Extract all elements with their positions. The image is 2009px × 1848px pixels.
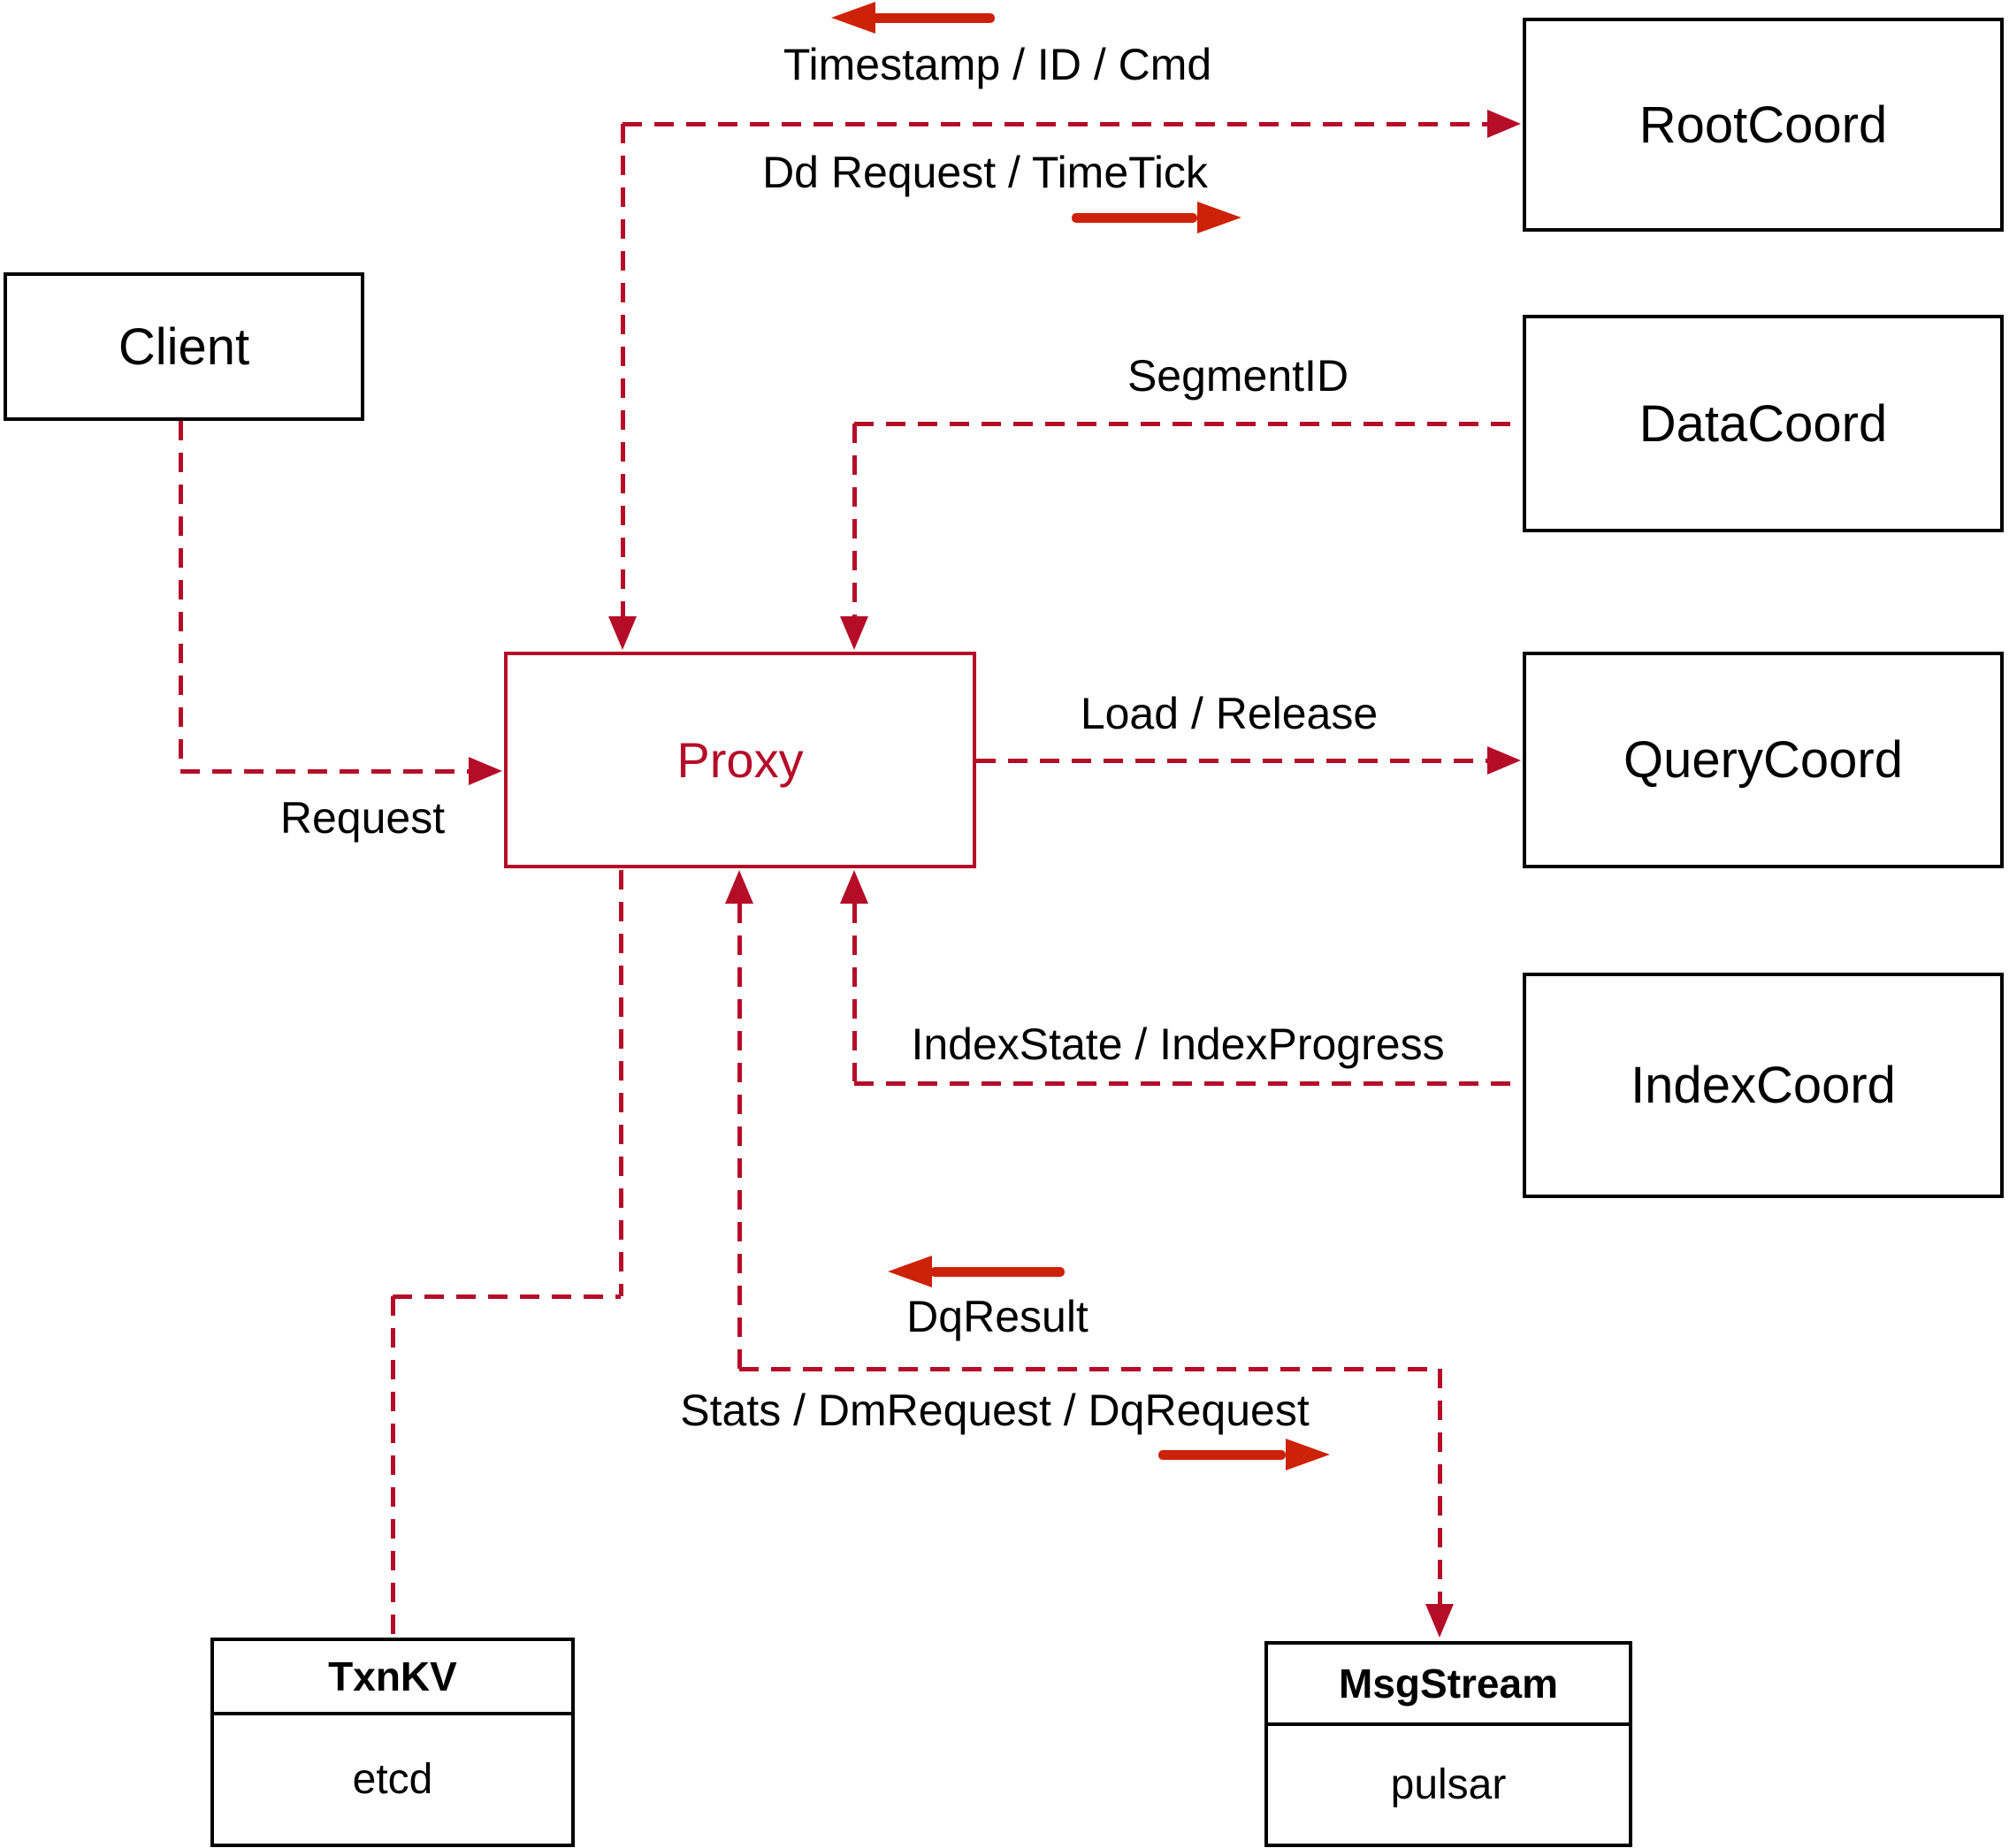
node-proxy: Proxy [504,652,976,868]
connector-indexcoord-proxy-vertical [852,904,857,1081]
connector-client-proxy-horizontal [180,769,470,774]
edge-label-request: Request [279,793,446,843]
edge-label-index-state: IndexState / IndexProgress [911,1019,1445,1069]
node-txnkv-subtitle: etcd [352,1756,433,1803]
arrow-right-ddrequest-head-icon [1197,202,1241,233]
node-client: Client [4,272,364,421]
edge-label-timestamp: Timestamp / ID / Cmd [783,40,1212,89]
arrow-right-ddrequest-icon [1072,213,1197,223]
node-client-label: Client [118,317,250,376]
node-indexcoord: IndexCoord [1523,973,2004,1198]
node-txnkv-title: TxnKV [214,1641,571,1715]
arrow-left-timestamp-icon [871,13,995,23]
edge-label-dq-result: DqResult [906,1292,1089,1341]
connector-indexcoord-proxy-horizontal [854,1081,1526,1086]
edge-label-dd-request: Dd Request / TimeTick [762,148,1208,197]
connector-proxy-msgstream-horizontal [739,1367,1440,1371]
connector-datacoord-proxy-horizontal [854,422,1523,426]
node-rootcoord-label: RootCoord [1639,95,1888,154]
arrowhead-into-msgstream-icon [1425,1604,1454,1638]
arrowhead-into-rootcoord-icon [1487,110,1521,138]
node-datacoord-label: DataCoord [1639,394,1888,453]
node-msgstream: MsgStream pulsar [1264,1641,1632,1847]
connector-rootcoord-proxy-horizontal [623,122,1487,126]
edge-label-segment-id: SegmentID [1127,351,1349,401]
arrowhead-into-proxy-top-right-icon [840,616,868,650]
arrowhead-into-querycoord-icon [1487,746,1521,775]
arrowhead-into-proxy-bottom-middle-icon [725,870,753,904]
connector-datacoord-proxy-vertical [852,424,857,618]
node-indexcoord-label: IndexCoord [1631,1057,1896,1114]
arrowhead-into-proxy-bottom-right-icon [840,870,868,904]
node-querycoord: QueryCoord [1523,652,2004,868]
arrow-right-stats-head-icon [1286,1439,1330,1470]
connector-proxy-msgstream-vertical-lower [1438,1369,1442,1604]
arrowhead-into-proxy-top-left-icon [608,616,637,650]
edge-label-load-release: Load / Release [1080,689,1379,738]
connector-client-proxy-vertical [179,421,183,771]
arrow-left-dqresult-icon [930,1267,1065,1277]
connector-proxy-querycoord-horizontal [976,759,1487,763]
node-txnkv: TxnKV etcd [210,1638,575,1847]
node-msgstream-title: MsgStream [1268,1645,1629,1726]
arrowhead-into-proxy-left-icon [469,757,502,785]
connector-proxy-txnkv-horizontal [393,1294,621,1299]
node-proxy-label: Proxy [676,732,804,788]
arrow-left-dqresult-head-icon [888,1256,932,1287]
arrow-right-stats-icon [1158,1450,1286,1460]
edge-label-stats: Stats / DmRequest / DqRequest [680,1386,1310,1435]
connector-rootcoord-proxy-vertical [621,124,625,617]
node-msgstream-subtitle: pulsar [1390,1761,1507,1808]
connector-proxy-txnkv-vertical-lower [391,1296,395,1638]
node-rootcoord: RootCoord [1523,18,2004,232]
connector-proxy-txnkv-vertical-upper [619,870,623,1296]
connector-proxy-msgstream-vertical-upper [737,904,742,1369]
arrow-left-timestamp-head-icon [831,2,875,34]
node-querycoord-label: QueryCoord [1623,731,1903,789]
node-datacoord: DataCoord [1523,315,2004,532]
